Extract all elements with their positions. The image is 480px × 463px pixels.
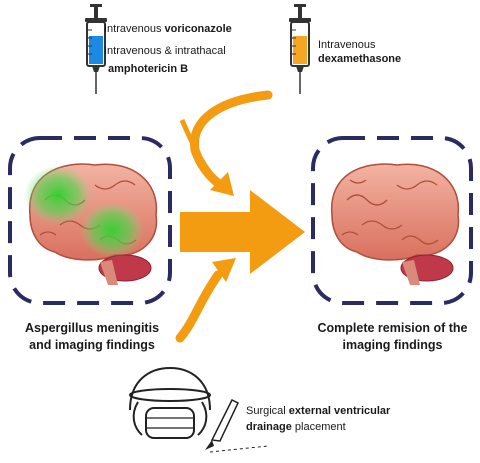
lesion-right [80, 202, 144, 258]
syringe-right-liquid [293, 36, 307, 64]
caption-after-line2: imaging findings [342, 338, 443, 352]
brain-before-icon [24, 163, 158, 285]
drug-right-line1: Intravenous [318, 39, 376, 51]
curved-arrow-top [179, 90, 273, 196]
drug-left-line1-bold: voriconazole [164, 23, 232, 35]
drug-left-line1: Intravenous voriconazole [104, 22, 232, 36]
surgery-line1-bold: external ventricular [288, 405, 391, 417]
syringe-right-icon [289, 4, 311, 94]
lesion-left [24, 165, 92, 225]
brain-after-icon [331, 163, 460, 285]
caption-before-line1: Aspergillus meningitis [24, 321, 160, 335]
syringe-left-icon [85, 4, 107, 94]
curved-arrow-bottom [175, 258, 236, 343]
surgery-line2-plain: placement [291, 421, 346, 433]
caption-after: Complete remision of the imaging finding… [305, 320, 480, 354]
main-arrow [180, 190, 305, 274]
drug-right-line2: dexamethasone [318, 53, 402, 65]
syringe-left-liquid [89, 36, 103, 64]
caption-before: Aspergillus meningitis and imaging findi… [2, 320, 182, 354]
drug-left-line2: Intravenous & intrathacal [104, 45, 226, 57]
surgery-line2: drainage placement [246, 420, 346, 434]
surgeon-icon [129, 366, 211, 439]
caption-before-line2: and imaging findings [29, 338, 155, 352]
before-frame [8, 136, 172, 305]
surgery-line2-bold: drainage [246, 421, 292, 433]
caption-after-line1: Complete remision of the [317, 321, 468, 335]
after-frame [311, 136, 473, 305]
drug-left-line3: amphotericin B [108, 63, 189, 75]
surgery-line1-plain: Surgical [246, 405, 289, 417]
scalpel-icon [205, 398, 269, 453]
surgery-line1: Surgical external ventricular [246, 404, 390, 418]
drug-left-line1-plain: Intravenous [104, 23, 165, 35]
